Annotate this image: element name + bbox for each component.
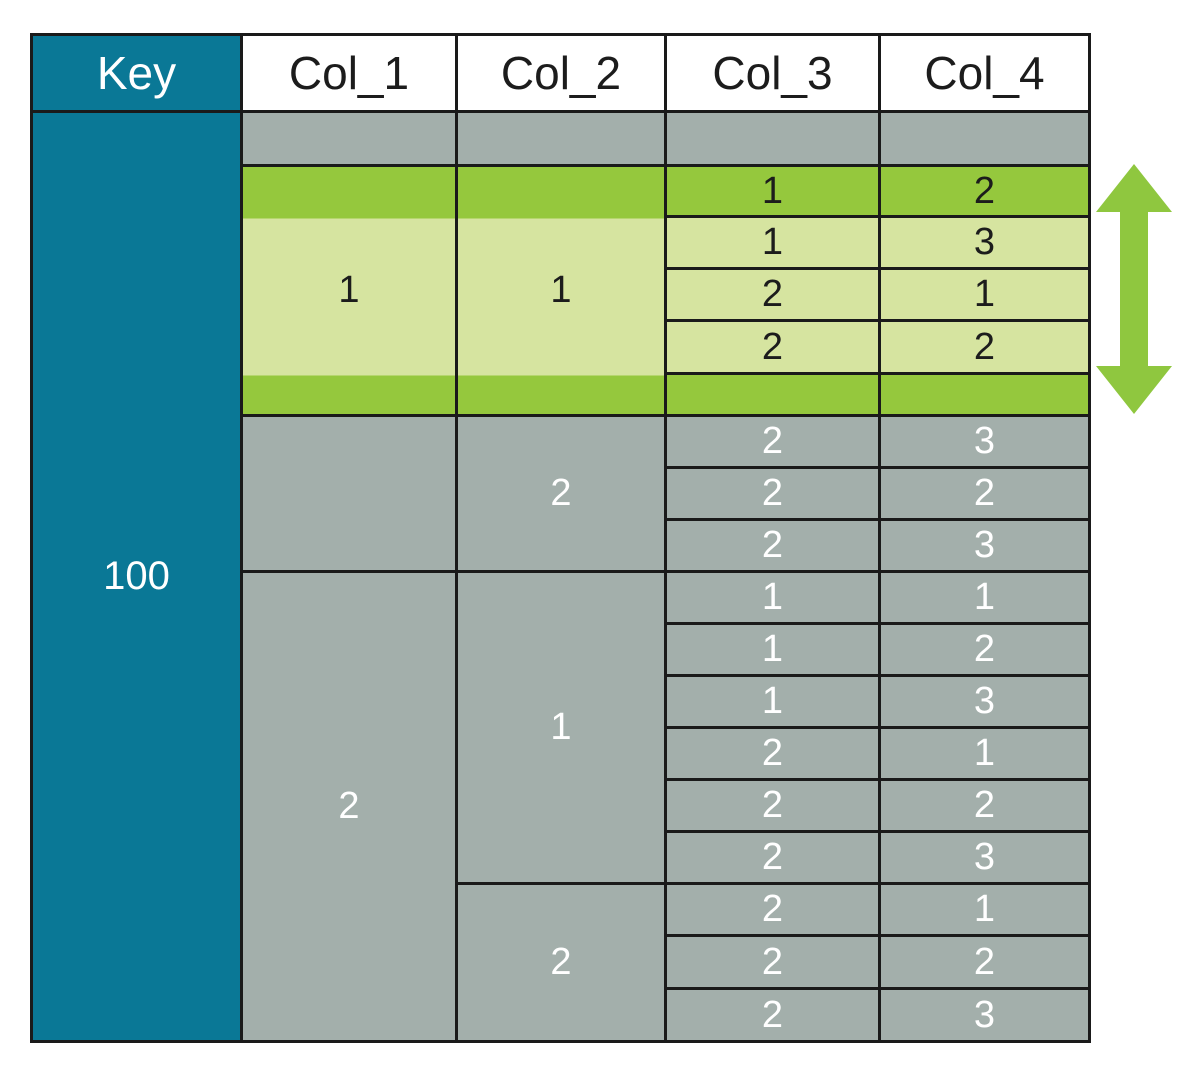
- empty-cell: [455, 110, 667, 167]
- table-cell: 2: [664, 414, 881, 469]
- table-cell: 3: [878, 215, 1091, 270]
- table-cell: 2: [664, 882, 881, 937]
- key-value-cell: 100: [30, 110, 243, 1043]
- col2-group-cell: 1: [455, 570, 667, 885]
- table-cell: 2: [878, 934, 1091, 990]
- table-cell: 1: [664, 674, 881, 729]
- table-cell: 1: [878, 726, 1091, 781]
- col2-group-cell: 2: [455, 882, 667, 1043]
- encoded-table: Key Col_1 Col_2 Col_3 Col_4 100 1 1 1 2 …: [30, 33, 1091, 1043]
- col1-header: Col_1: [240, 33, 458, 113]
- table-cell: 2: [664, 319, 881, 375]
- col2-header: Col_2: [455, 33, 667, 113]
- table-cell: 2: [664, 726, 881, 781]
- col4-header: Col_4: [878, 33, 1091, 113]
- table-row: 2 3: [32, 518, 1091, 573]
- table-row: 1 3: [32, 215, 1091, 270]
- table-row: 2 2: [32, 319, 1091, 375]
- table-cell: 2: [664, 267, 881, 322]
- col2-group-cell: 1: [455, 164, 667, 417]
- table-cell: 1: [878, 570, 1091, 625]
- table-cell: 2: [878, 622, 1091, 677]
- table-row: 2 1 1 1: [32, 570, 1091, 1043]
- col3-header: Col_3: [664, 33, 881, 113]
- table-cell: 1: [664, 215, 881, 270]
- table-cell: 2: [878, 466, 1091, 521]
- table-cell: 2: [664, 466, 881, 521]
- empty-cell: [878, 110, 1091, 167]
- table-row: [32, 372, 1091, 417]
- col2-group-cell: 2: [455, 414, 667, 573]
- table-cell: 2: [664, 518, 881, 573]
- table-row: 1 1 1 2: [32, 164, 1091, 417]
- vertical-double-arrow-icon: [1096, 164, 1172, 414]
- table-cell: 1: [878, 267, 1091, 322]
- table-row: 2 3: [32, 987, 1091, 1043]
- col1-group-cell: 2: [240, 570, 458, 1043]
- table-cell: [664, 372, 881, 417]
- table-cell: 2: [878, 164, 1091, 218]
- table-row: 2 2 3: [32, 414, 1091, 573]
- table-row: 100: [30, 110, 1091, 1043]
- table-cell: 3: [878, 987, 1091, 1043]
- col1-group-cell: [240, 414, 458, 573]
- table-cell: 3: [878, 518, 1091, 573]
- table-row: 2 2: [32, 466, 1091, 521]
- table-cell: 1: [878, 882, 1091, 937]
- table-cell: 3: [878, 414, 1091, 469]
- table-cell: 1: [664, 622, 881, 677]
- table-cell: 3: [878, 830, 1091, 885]
- key-header: Key: [30, 33, 243, 113]
- table-row: 1 2: [32, 622, 1091, 677]
- table-cell: 2: [664, 934, 881, 990]
- table-row: 1 3: [32, 674, 1091, 729]
- table-row: 2 2 1: [32, 882, 1091, 1043]
- col1-group-cell: 1: [240, 164, 458, 417]
- table-row: 2 3: [32, 830, 1091, 885]
- table-row: 2 2: [32, 778, 1091, 833]
- table-row: 2 2: [32, 934, 1091, 990]
- table-cell: 3: [878, 674, 1091, 729]
- table-cell: 1: [664, 164, 881, 218]
- table-cell: 2: [878, 778, 1091, 833]
- table-row: 2 1: [32, 726, 1091, 781]
- empty-cell: [664, 110, 881, 167]
- table-cell: 2: [664, 830, 881, 885]
- empty-cell: [240, 110, 458, 167]
- table-cell: 2: [878, 319, 1091, 375]
- header-row: Key Col_1 Col_2 Col_3 Col_4: [30, 33, 1091, 113]
- table-cell: 2: [664, 778, 881, 833]
- table-row: 2 1: [32, 267, 1091, 322]
- table-cell: [878, 372, 1091, 417]
- table-cell: 1: [664, 570, 881, 625]
- table-cell: 2: [664, 987, 881, 1043]
